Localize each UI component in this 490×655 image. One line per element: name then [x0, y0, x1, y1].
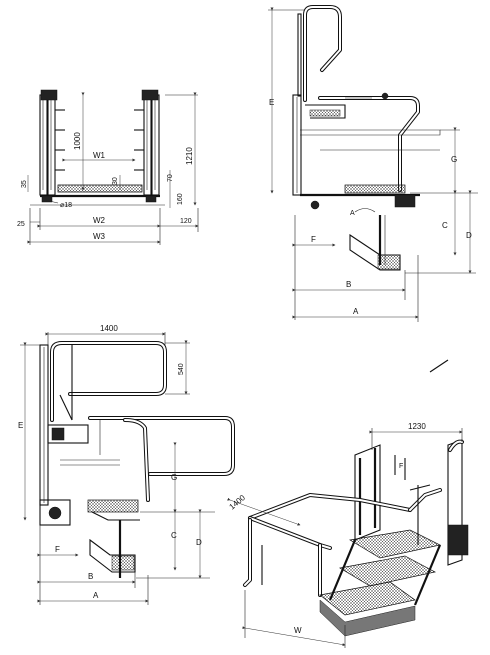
side-view-bottom: 1400 540 E G C D F B A — [18, 324, 235, 605]
dim-g-bottom: G — [171, 473, 177, 482]
dim-f-iso: F — [399, 463, 403, 470]
dim-alpha: A — [350, 210, 355, 217]
dim-f-bottom: F — [55, 545, 60, 554]
dim-d-bottom: D — [196, 538, 202, 547]
dim-1400-side: 1400 — [100, 324, 118, 333]
dim-a-top: A — [353, 307, 359, 316]
dim-540: 540 — [178, 363, 185, 375]
right-post — [134, 89, 160, 196]
dim-35: 35 — [21, 180, 28, 188]
dim-d18: ⌀18 — [60, 202, 72, 209]
dim-120: 120 — [180, 218, 192, 225]
dim-c-top: C — [442, 221, 448, 230]
dim-160: 160 — [177, 193, 184, 205]
dim-g-top: G — [451, 155, 457, 164]
dim-d-top: D — [466, 231, 472, 240]
dim-30: 30 — [112, 177, 119, 185]
dim-1210: 1210 — [185, 147, 194, 165]
mark-line — [429, 359, 449, 373]
dim-e-top: E — [269, 98, 274, 107]
dim-b-bottom: B — [88, 572, 93, 581]
dim-70: 70 — [167, 174, 174, 182]
dim-b-top: B — [346, 280, 351, 289]
dim-w2: W2 — [93, 216, 106, 225]
dim-a-bottom: A — [93, 591, 99, 600]
dim-w1: W1 — [93, 151, 106, 160]
dim-1000: 1000 — [73, 132, 82, 150]
dim-1230: 1230 — [408, 422, 426, 431]
side-view-top: A E G C D F B A — [268, 5, 478, 322]
dim-e-bottom: E — [18, 421, 23, 430]
dim-1400-iso: 1400 — [228, 493, 248, 512]
dim-w-iso: W — [294, 626, 302, 635]
left-post — [39, 89, 65, 196]
dim-w3: W3 — [93, 232, 106, 241]
dim-c-bottom: C — [171, 531, 177, 540]
front-view: W1 1000 1210 35 30 70 160 ⌀18 25 W2 — [17, 89, 199, 245]
isometric-view: F 1230 1400 W — [227, 422, 469, 648]
dim-f-top: F — [311, 235, 316, 244]
step-grating — [57, 184, 143, 193]
dim-25: 25 — [17, 221, 25, 228]
